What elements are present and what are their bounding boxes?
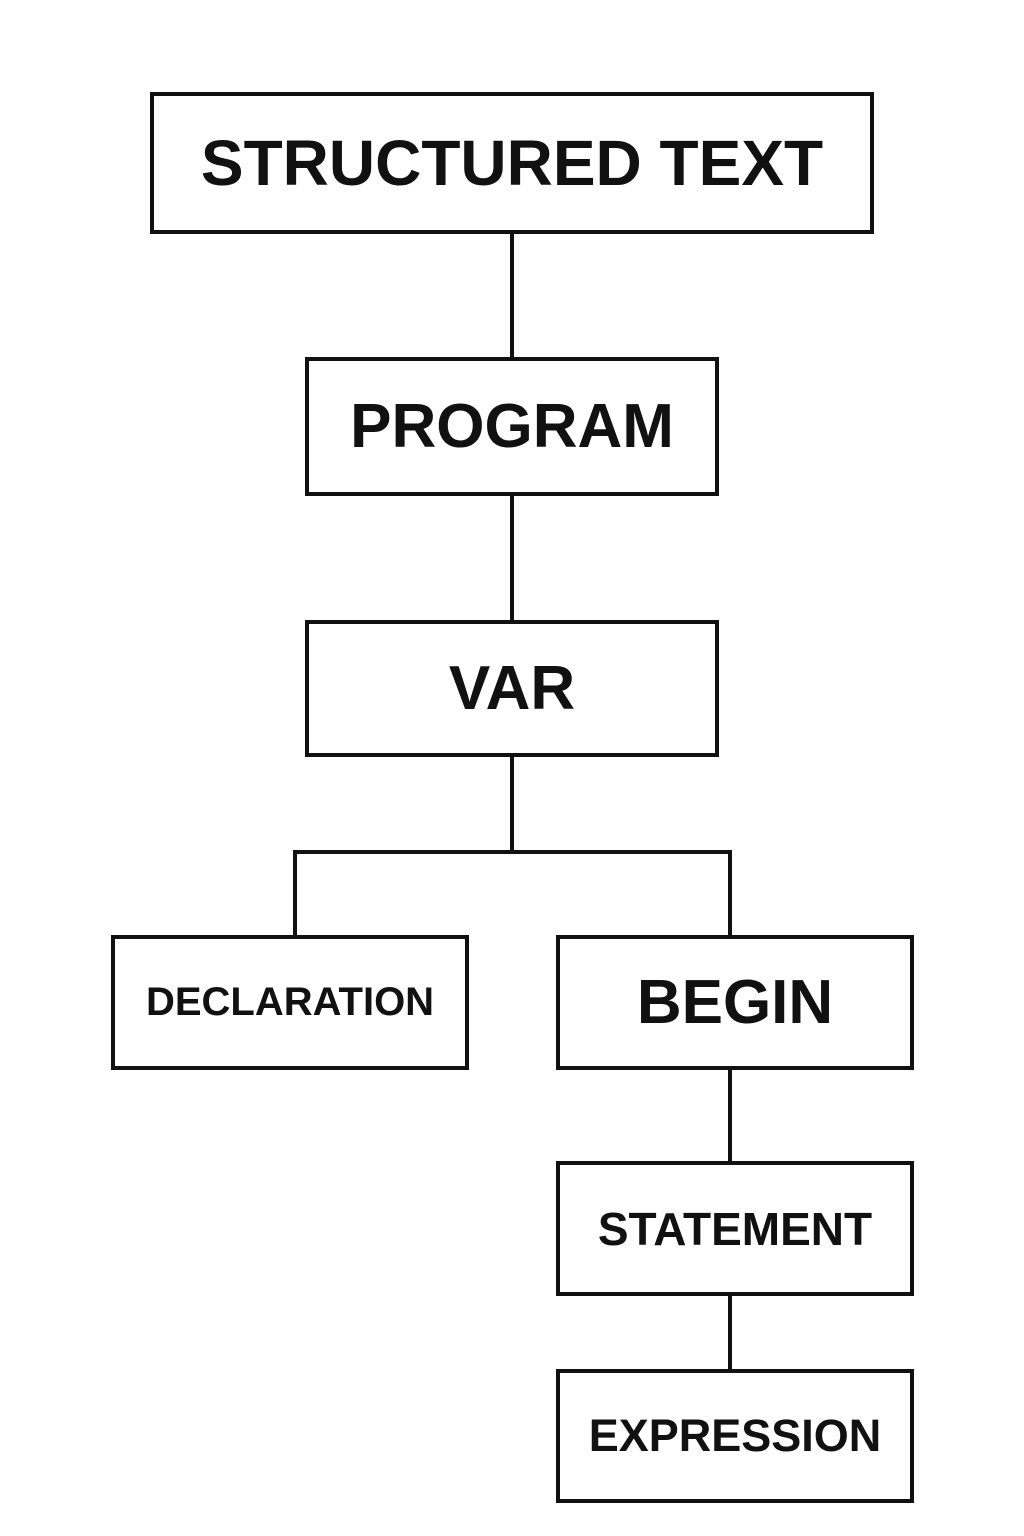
node-statement: STATEMENT [556,1161,914,1296]
node-label: PROGRAM [350,392,674,461]
node-label: EXPRESSION [588,1410,882,1461]
node-declaration: DECLARATION [111,935,469,1070]
node-begin: BEGIN [556,935,914,1070]
node-label: DECLARATION [145,980,435,1024]
node-expression: EXPRESSION [556,1369,914,1503]
node-label: VAR [448,654,576,723]
node-program: PROGRAM [305,357,719,496]
node-var: VAR [305,620,719,757]
node-structured-text: STRUCTURED TEXT [150,92,874,234]
node-label: BEGIN [636,968,834,1037]
node-label: STRUCTURED TEXT [200,127,824,199]
node-label: STATEMENT [597,1202,873,1255]
